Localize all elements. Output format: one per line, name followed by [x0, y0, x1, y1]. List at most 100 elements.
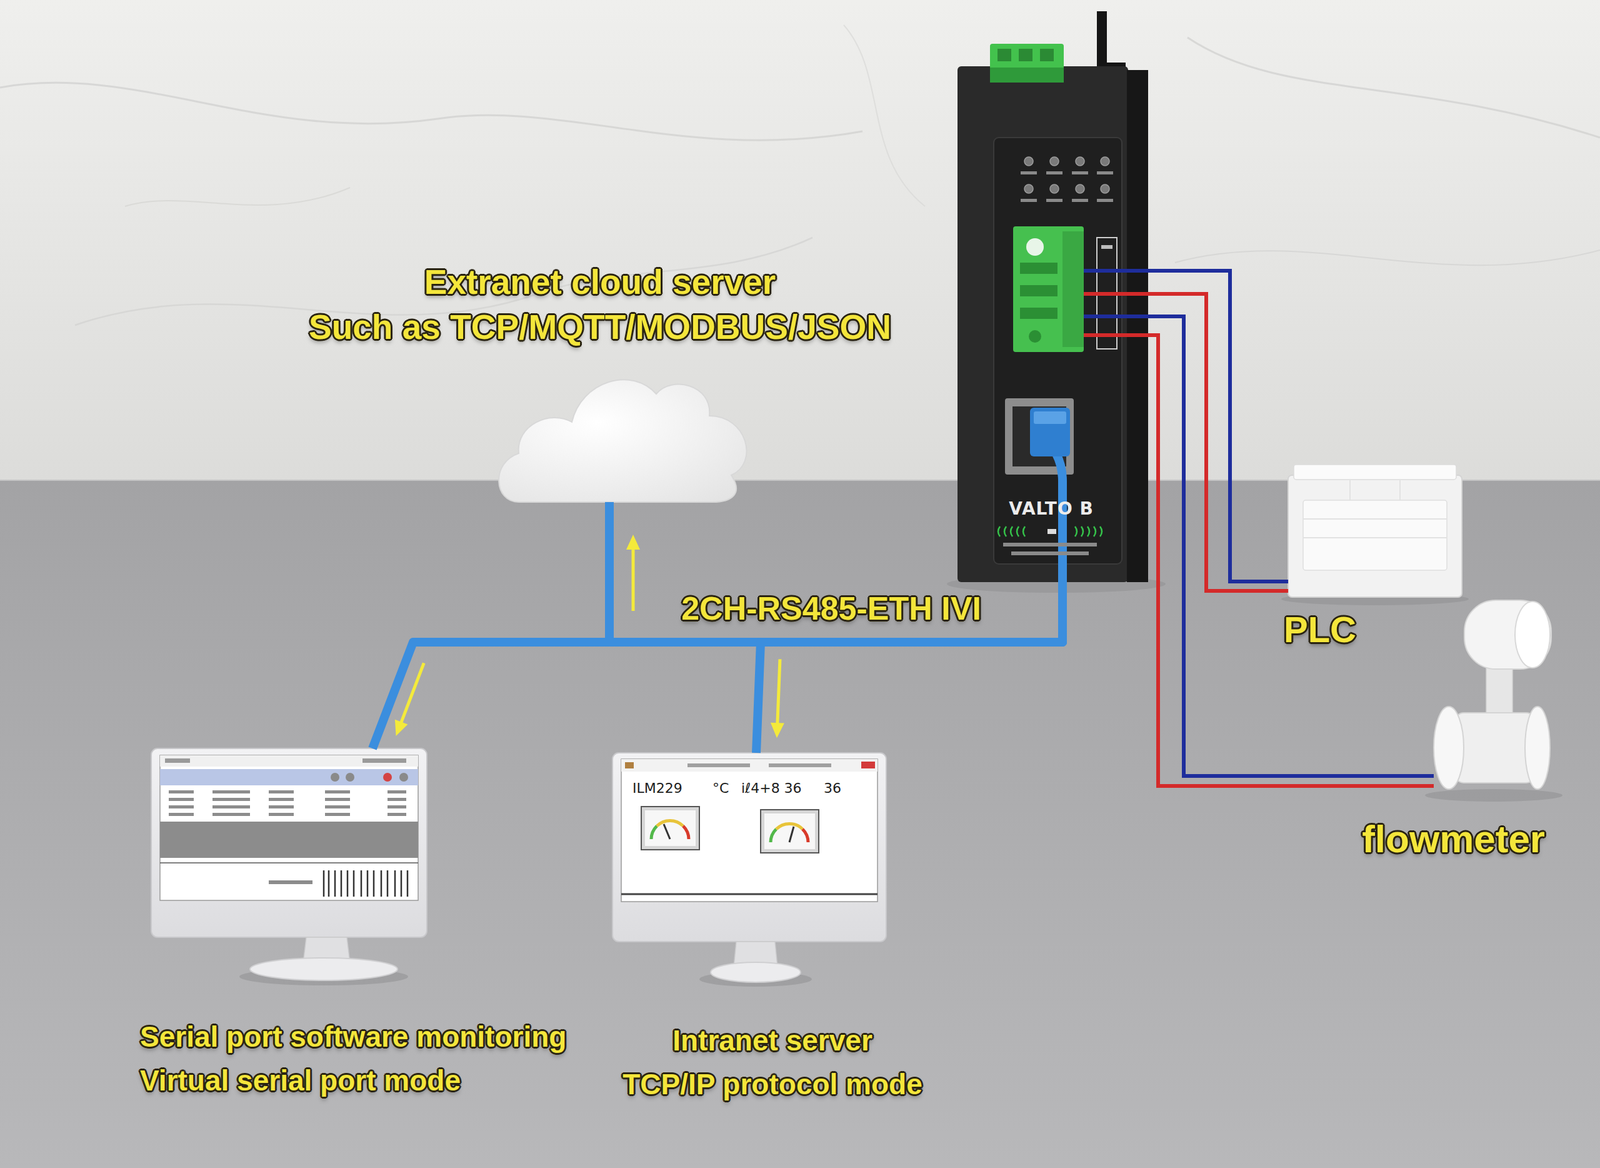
- middle-monitor: [621, 758, 878, 902]
- left-monitor: [325, 812, 350, 816]
- converter-device: [1071, 198, 1089, 202]
- left-monitor: [360, 870, 363, 897]
- left-monitor: [168, 790, 407, 816]
- rs485-wire-pair: [1148, 316, 1434, 786]
- converter-device: [1028, 330, 1042, 343]
- left-monitor: [399, 772, 409, 782]
- wall-background: [0, 0, 1600, 482]
- cloud-label: Extranet cloud server: [424, 262, 776, 302]
- left-monitor: [268, 790, 294, 794]
- left-monitor: [330, 772, 340, 782]
- converter-device: [1126, 70, 1149, 582]
- left-monitor: [323, 870, 325, 897]
- left-monitor: [340, 870, 343, 897]
- left-monitor: [400, 870, 403, 897]
- converter-device: [1075, 156, 1085, 166]
- left-monitor: [212, 805, 250, 809]
- ethernet-cable: [609, 501, 1063, 642]
- gauge-dial: [760, 809, 819, 853]
- middle-monitor: [612, 752, 887, 982]
- plc-module: [1349, 479, 1351, 500]
- left-monitor: [268, 797, 294, 801]
- converter-device: [1083, 268, 1149, 273]
- left-monitor: [345, 772, 355, 782]
- gauge-dial: [776, 823, 803, 829]
- left-monitor: [373, 870, 375, 897]
- converter-device: [1050, 184, 1059, 194]
- converter-device: [1101, 245, 1113, 249]
- screen-reading: ILM229: [632, 780, 683, 796]
- gauge-dial: [802, 828, 809, 842]
- left-monitor: [168, 805, 194, 809]
- wall-background: [1187, 37, 1600, 138]
- converter-device: [1100, 526, 1102, 537]
- monitor-pc: Serial port software monitoringVirtual s…: [151, 748, 427, 982]
- gauge-dial: [656, 820, 684, 826]
- screen-reading: °C: [712, 780, 729, 796]
- left-monitor: [268, 880, 313, 884]
- left-monitor: [387, 790, 407, 794]
- plc-module: [1293, 464, 1457, 480]
- converter-device: [1087, 526, 1090, 537]
- converter-device: [1024, 156, 1034, 166]
- device-label: flowmeter: [1361, 816, 1545, 861]
- converter-device: [1020, 198, 1037, 202]
- flowmeter-device: [1455, 712, 1535, 783]
- converter-device: [1023, 526, 1025, 537]
- middle-monitor: [625, 761, 634, 769]
- converter-device: [1083, 333, 1149, 337]
- signal-wire: [1148, 293, 1289, 591]
- middle-monitor: [621, 893, 878, 895]
- left-monitor: [325, 790, 350, 794]
- left-monitor: [165, 758, 190, 763]
- wall-background: [1175, 250, 1600, 265]
- converter-device: [998, 526, 1102, 537]
- converter-device: [1046, 198, 1063, 202]
- device-model-label: 2CH-RS485-ETH IVI: [681, 590, 982, 628]
- left-monitor: [387, 805, 407, 809]
- left-monitor: [212, 790, 250, 794]
- middle-monitor: [768, 763, 832, 767]
- left-monitor: [160, 755, 419, 900]
- left-monitor: [168, 790, 194, 794]
- plc-module: [1288, 475, 1462, 597]
- converter-device: [1033, 411, 1067, 424]
- left-monitor: [268, 805, 294, 809]
- left-monitor: [383, 772, 392, 782]
- gauge-dial: [651, 825, 657, 839]
- middle-monitor: [710, 961, 801, 982]
- ethernet-cable: [372, 581, 1063, 749]
- left-monitor: [353, 870, 355, 897]
- left-monitor: [323, 870, 408, 897]
- arrow-head: [395, 719, 409, 736]
- gauge-dial: [789, 826, 794, 842]
- left-monitor: [394, 870, 397, 897]
- left-monitor: [212, 812, 250, 816]
- converter-device: [1046, 171, 1063, 175]
- plc-module: [1303, 518, 1447, 520]
- converter-device: [1016, 526, 1019, 537]
- wall-background: [0, 82, 863, 140]
- gauge-dial: [683, 825, 689, 839]
- converter-device: [1030, 407, 1070, 457]
- converter-device: [1020, 285, 1058, 297]
- converter-device: [1096, 171, 1114, 175]
- converter-device: [1083, 314, 1149, 319]
- gauge-dial: [641, 806, 700, 850]
- converter-device: [1020, 171, 1114, 202]
- left-monitor: [346, 870, 349, 897]
- flowmeter-device: [1433, 706, 1464, 789]
- middle-monitor: [687, 763, 750, 767]
- left-monitor: [362, 758, 407, 763]
- left-monitor: [334, 870, 337, 897]
- converter-device: [1024, 156, 1110, 194]
- flowmeter-device: [1433, 600, 1552, 789]
- cloud-server: Extranet cloud serverSuch as TCP/MQTT/MO…: [496, 364, 752, 502]
- mode-label: Serial port software monitoring: [140, 1020, 567, 1054]
- converter-device: [1096, 198, 1114, 202]
- signal-wire: [1148, 316, 1434, 776]
- mode-label: Intranet server: [672, 1023, 873, 1057]
- plc-module: [1303, 536, 1447, 539]
- wall-background: [125, 187, 350, 207]
